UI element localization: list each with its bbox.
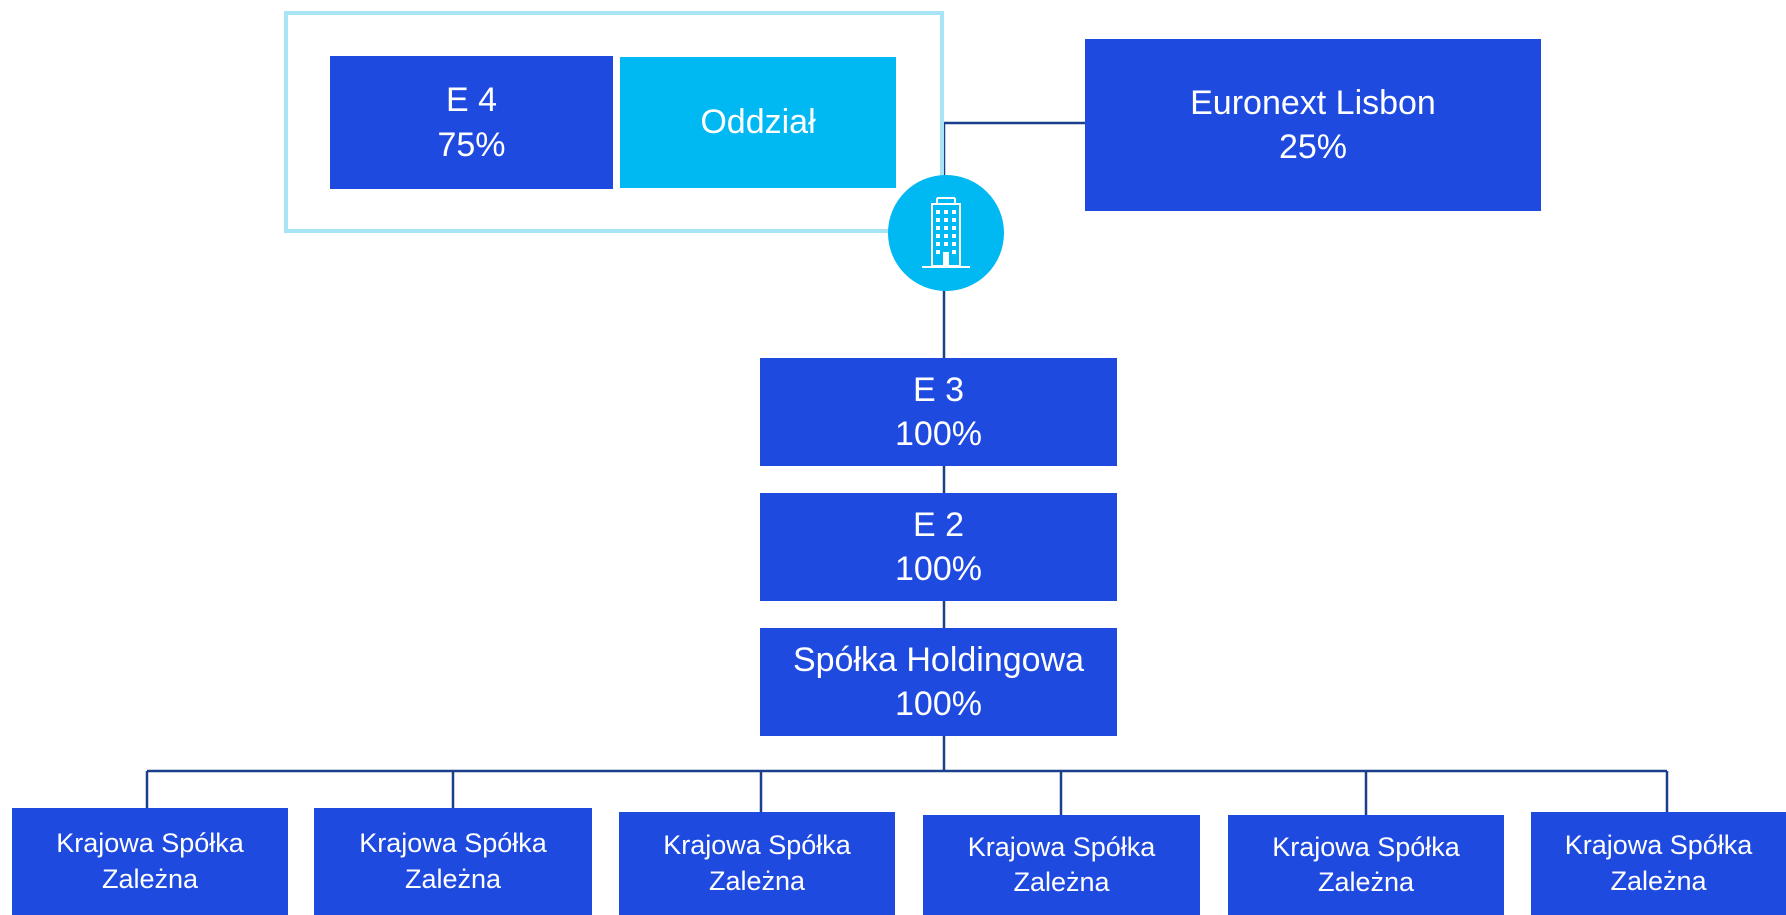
- building-badge: [888, 175, 1004, 291]
- subsidiary-line1: Krajowa Spółka: [1272, 831, 1460, 862]
- branch-box: Oddział: [620, 57, 896, 188]
- subsidiary-box: Krajowa Spółka Zależna: [1531, 812, 1786, 915]
- entity-e4: E 4 75%: [330, 56, 613, 189]
- entity-e2-percent: 100%: [895, 550, 982, 588]
- entity-euronext-percent: 25%: [1278, 128, 1348, 166]
- subsidiary-box: Krajowa Spółka Zależna: [314, 808, 592, 915]
- entity-e4-name: E 4: [445, 81, 498, 120]
- entity-euronext: Euronext Lisbon 25%: [1085, 39, 1541, 211]
- subsidiary-line1: Krajowa Spółka: [1564, 830, 1753, 861]
- group-frame: [284, 11, 944, 233]
- subsidiary-line1: Krajowa Spółka: [359, 828, 547, 859]
- subsidiary-box: Krajowa Spółka Zależna: [923, 815, 1200, 915]
- subsidiary-line2: Zależna: [708, 865, 806, 896]
- subsidiary-box: Krajowa Spółka Zależna: [1228, 815, 1504, 915]
- office-building-icon: [922, 197, 970, 268]
- entity-e3-percent: 100%: [895, 415, 982, 453]
- subsidiary-line2: Zależna: [1317, 867, 1415, 897]
- subsidiary-line2: Zależna: [1013, 867, 1110, 897]
- subsidiary-line1: Krajowa Spółka: [663, 830, 851, 861]
- entity-holding: Spółka Holdingowa 100%: [760, 628, 1117, 736]
- subsidiary-line2: Zależna: [101, 863, 199, 894]
- subsidiary-box: Krajowa Spółka Zależna: [619, 812, 895, 915]
- subsidiary-line1: Krajowa Spółka: [967, 831, 1156, 862]
- subsidiary-box: Krajowa Spółka Zależna: [12, 808, 288, 915]
- entity-e2: E 2 100%: [760, 493, 1117, 601]
- subsidiary-line1: Krajowa Spółka: [56, 828, 244, 859]
- entity-holding-percent: 100%: [895, 685, 982, 723]
- entity-e4-percent: 75%: [437, 125, 506, 164]
- entity-holding-name: Spółka Holdingowa: [792, 640, 1085, 679]
- entity-e3-name: E 3: [912, 370, 965, 409]
- branch-label: Oddział: [700, 103, 816, 142]
- entity-e2-name: E 2: [912, 505, 965, 544]
- entity-euronext-name: Euronext Lisbon: [1190, 83, 1436, 122]
- entity-e3: E 3 100%: [760, 358, 1117, 466]
- subsidiary-line2: Zależna: [404, 863, 502, 894]
- subsidiary-line2: Zależna: [1610, 865, 1707, 896]
